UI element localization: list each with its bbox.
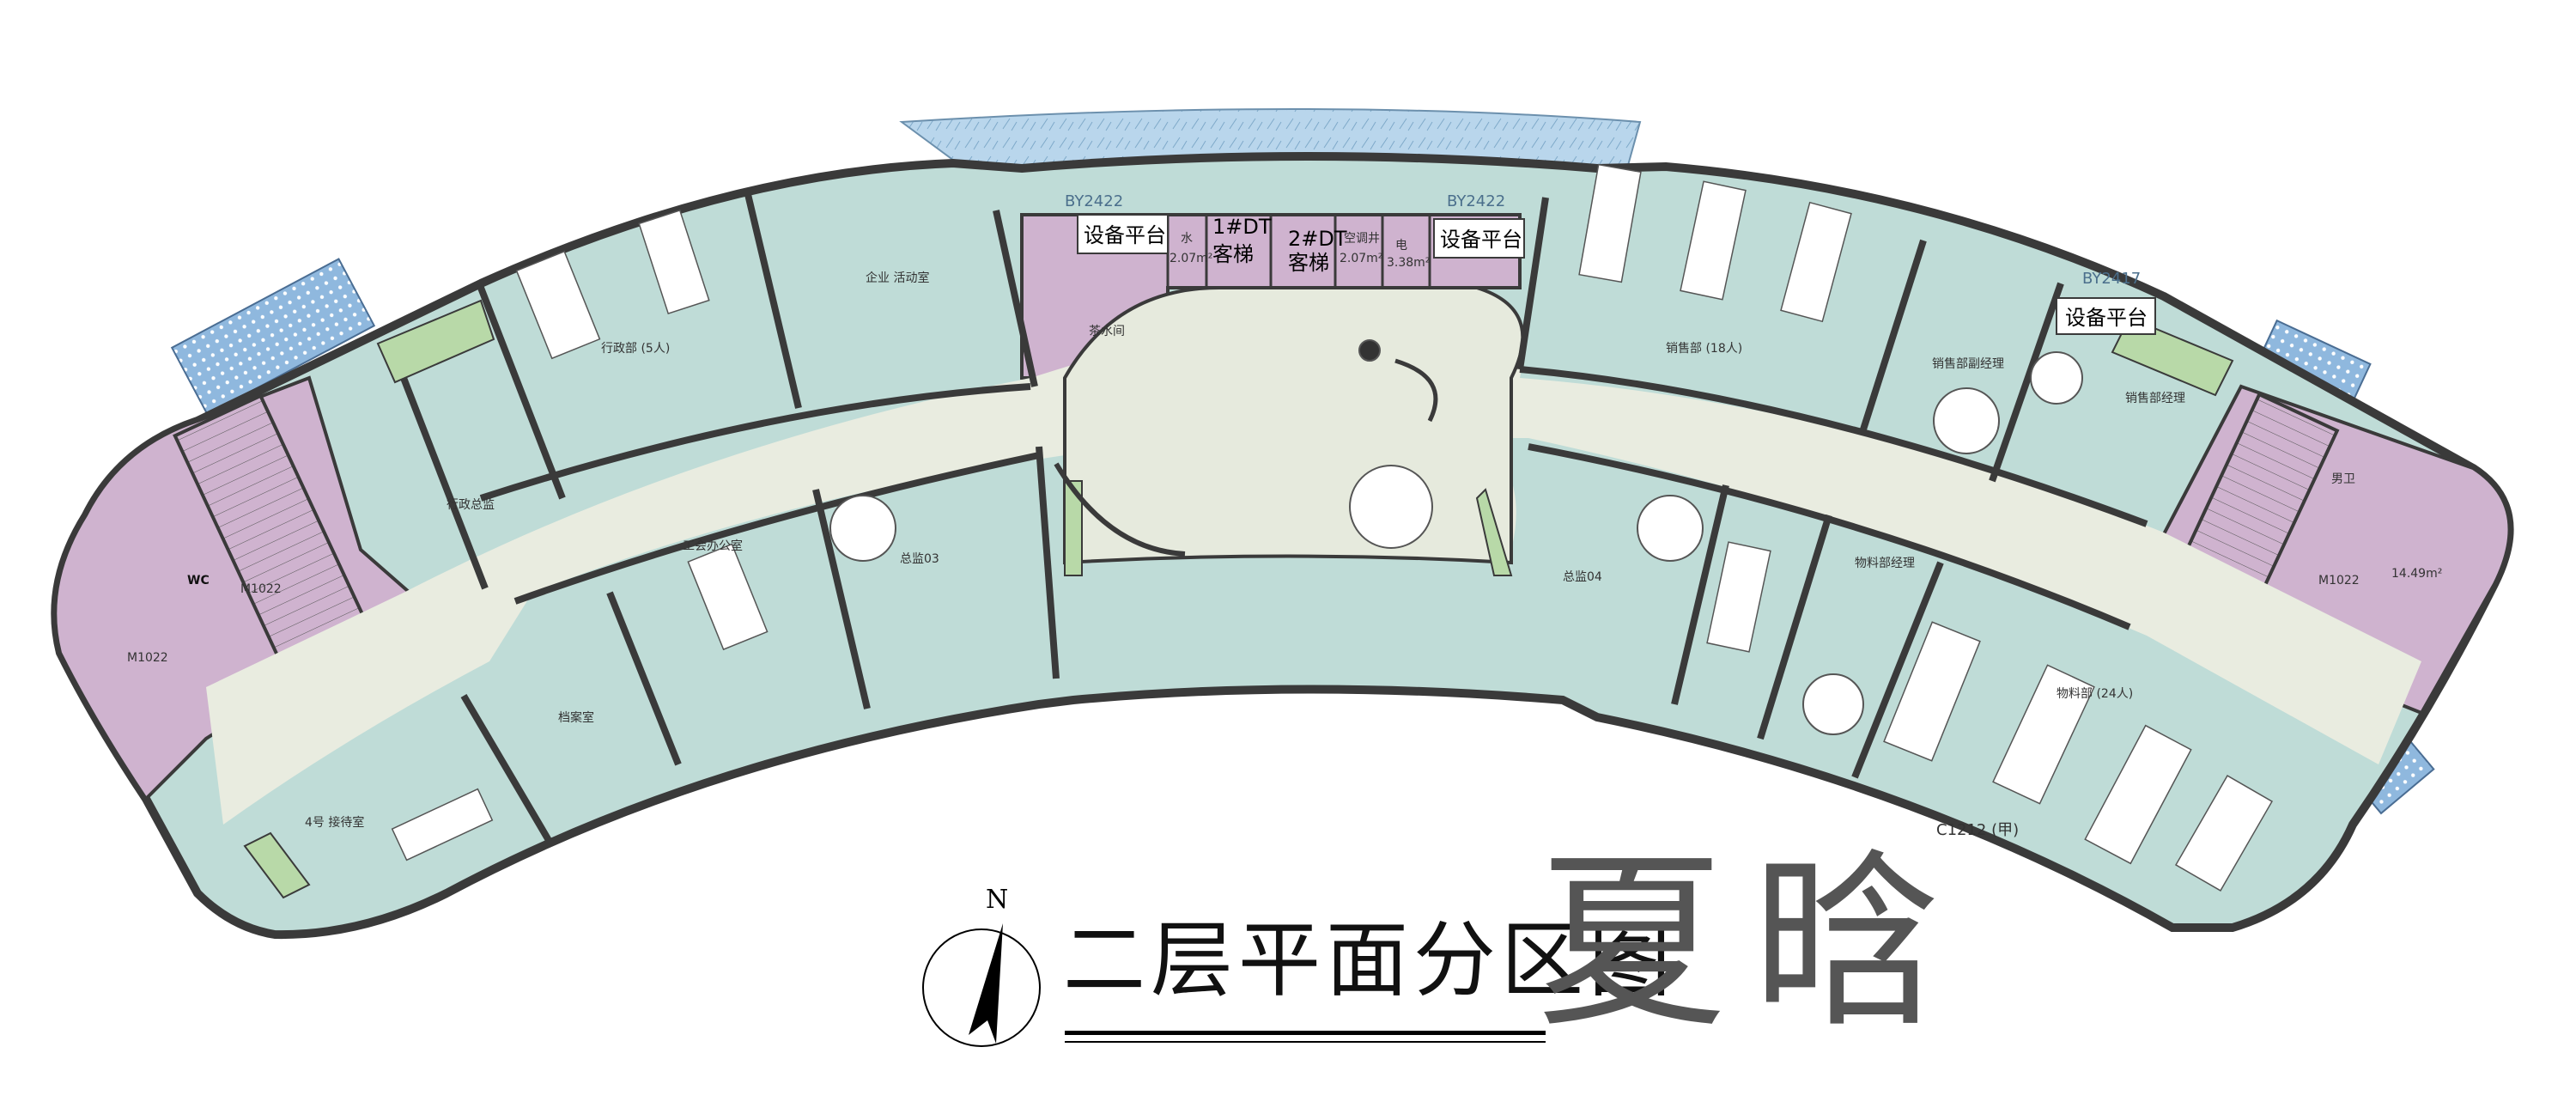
tag-equipment-platform-left: 设备平台	[1084, 223, 1166, 247]
tag-area-a: 2.07m²	[1170, 252, 1212, 265]
tag-equipment-platform-right: 设备平台	[2065, 306, 2148, 330]
lobby-reception-arc	[1394, 358, 1438, 423]
room-label-reception4: 4号 接待室	[305, 815, 364, 830]
room-label-sales-dept: 销售部 (18人)	[1666, 342, 1742, 356]
tag-shaft-elec: 电	[1395, 239, 1407, 253]
room-label-archive: 档案室	[558, 710, 594, 725]
furniture-desks	[391, 163, 2274, 892]
planter-left-bottom	[243, 831, 311, 899]
room-label-gm03: 总监03	[900, 552, 939, 566]
tag-shaft-air: 空调井	[1344, 232, 1380, 246]
room-label-wc: WC	[187, 574, 210, 587]
tag-elevator2-a: 2#DT	[1288, 227, 1347, 251]
tag-equipment-platform-mid: 设备平台	[1440, 228, 1522, 252]
north-label: N	[986, 885, 1009, 915]
north-arrow-icon	[922, 923, 1041, 1047]
tag-area-b: 2.07m²	[1340, 252, 1382, 265]
lobby-curved-glass	[1054, 462, 1186, 557]
room-label-tea-room: 茶水间	[1089, 325, 1125, 338]
room-label-materials-manager: 物料部经理	[1855, 557, 1915, 570]
tag-shaft-water: 水	[1181, 232, 1193, 246]
title-underline-thick	[1065, 1031, 1546, 1035]
code-m1022-b: M1022	[127, 651, 168, 665]
central-lobby	[1063, 286, 1525, 565]
tag-area-c: 3.38m²	[1387, 256, 1430, 270]
partition-walls	[400, 190, 2148, 844]
code-by2422-right: BY2422	[1447, 192, 1505, 210]
code-c1212: C1212 (甲)	[1936, 821, 2019, 839]
room-label-gm04: 总监04	[1563, 570, 1602, 584]
tag-elevator2-b: 客梯	[1288, 251, 1329, 275]
tag-area-d: 14.49m²	[2391, 567, 2442, 581]
title-underline-thin	[1065, 1041, 1546, 1043]
room-label-sales-deputy-manager: 销售部副经理	[1932, 357, 2004, 371]
furniture-round	[829, 339, 2083, 735]
room-label-admin-director: 行政总监	[447, 498, 495, 512]
code-by2417: BY2417	[2082, 270, 2141, 288]
code-by2422-left: BY2422	[1065, 192, 1123, 210]
tag-elevator1-b: 客梯	[1212, 242, 1254, 266]
room-label-enterprise-activity: 企业 活动室	[866, 271, 929, 285]
tag-elevator1-a: 1#DT	[1212, 215, 1272, 239]
planter-lobby-left	[1064, 480, 1083, 576]
room-label-materials-dept: 物料部 (24人)	[2057, 687, 2133, 701]
room-label-sales-manager: 销售部经理	[2125, 392, 2185, 405]
plan-title: 二层平面分区图	[1063, 912, 1676, 1008]
left-service-block	[53, 375, 433, 802]
code-m1022-a: M1022	[240, 582, 282, 596]
room-label-union-office: 工会办公室	[683, 539, 743, 553]
brand-name: 夏晗	[1537, 833, 1967, 1053]
planter-lobby-right	[1475, 488, 1513, 576]
room-label-admin-dept: 行政部 (5人)	[601, 342, 670, 356]
planter-left-top	[376, 299, 495, 384]
balcony-glass-left-top	[170, 258, 376, 416]
room-label-mens-wc: 男卫	[2331, 472, 2355, 486]
planter-right-top	[2111, 316, 2234, 397]
code-m1022-c: M1022	[2318, 574, 2360, 587]
